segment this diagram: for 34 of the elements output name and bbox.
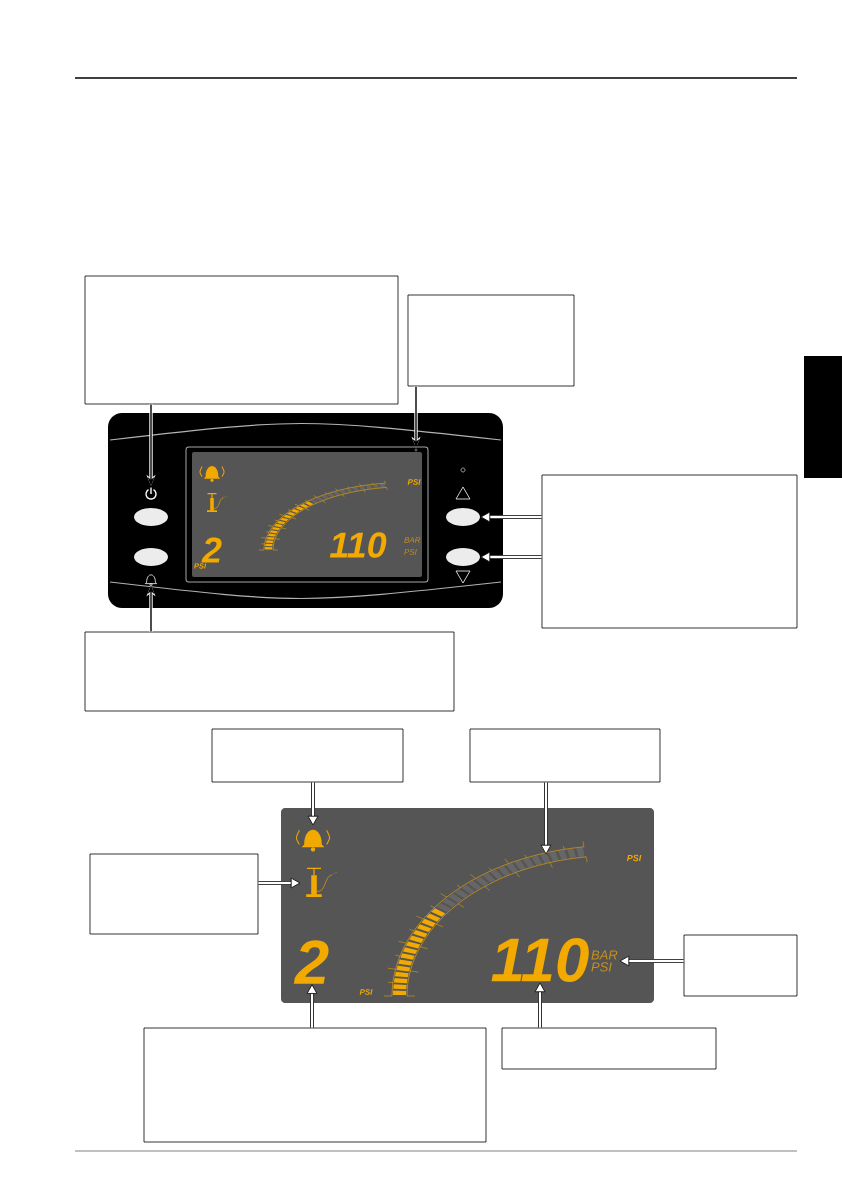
display-reading: PSI: [359, 989, 373, 995]
display-reading: 110: [329, 532, 387, 558]
arrow: [534, 982, 546, 1028]
callout-box: [143, 1027, 487, 1143]
callout-box: [683, 934, 798, 997]
arrow: [540, 782, 552, 855]
pump-icon: [306, 867, 339, 897]
callout-box: [407, 294, 575, 387]
bar-gauge: [383, 841, 588, 997]
arrow: [306, 984, 318, 1028]
display-reading: 2: [201, 537, 222, 563]
symbol: [145, 486, 157, 500]
button: [446, 548, 480, 566]
display-reading: PSI: [626, 854, 642, 862]
display-reading: BAR PSI: [404, 537, 421, 555]
screen: [414, 448, 418, 452]
arrow: [480, 551, 542, 563]
callout-box: [89, 853, 259, 935]
symbol: [144, 574, 158, 587]
arrow: [480, 511, 542, 523]
arrow: [258, 877, 301, 889]
callout-box: [469, 728, 661, 783]
display-reading: 2: [293, 940, 329, 984]
display-reading: BAR PSI: [591, 950, 618, 972]
callout-box: [84, 275, 399, 405]
callout-box: [541, 474, 798, 629]
bell-icon: [295, 829, 331, 852]
button: [446, 508, 480, 526]
arrow: [307, 782, 319, 826]
callout-box: [211, 728, 404, 783]
callout-box: [84, 631, 455, 712]
arrow: [619, 955, 684, 967]
callout-box: [501, 1027, 717, 1070]
display-reading: PSI: [407, 479, 421, 485]
